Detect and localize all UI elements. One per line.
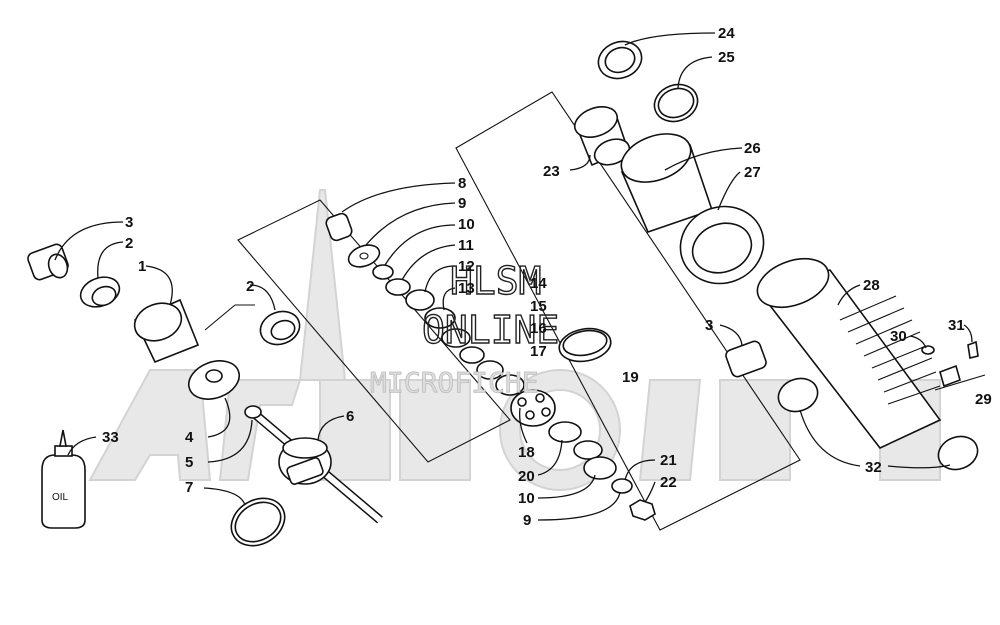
callout-30: 30: [890, 328, 907, 345]
callout-2: 2: [125, 235, 133, 252]
part-4-bumper: [188, 360, 240, 400]
callout-9: 9: [458, 195, 466, 212]
part-23-cap: [573, 106, 631, 167]
callout-31: 31: [948, 317, 965, 334]
callout-1: 1: [138, 258, 146, 275]
callout-25: 25: [718, 49, 735, 66]
callout-26: 26: [744, 140, 761, 157]
callout-28: 28: [863, 277, 880, 294]
callout-6: 6: [346, 408, 354, 425]
callout-23: 23: [543, 163, 560, 180]
callout-4: 4: [185, 429, 194, 446]
callout-20: 20: [518, 468, 535, 485]
part-1-eyelet: [133, 298, 255, 364]
part-5-6-shaft: [244, 405, 383, 524]
callout-13: 13: [458, 280, 475, 297]
callout-11: 11: [458, 237, 474, 254]
part-25-ring: [653, 83, 699, 123]
callout-3: 3: [705, 317, 713, 334]
part-3-bushing-left: [27, 243, 69, 281]
callout-15: 15: [530, 298, 547, 315]
part-33-oil-bottle: OIL: [41, 429, 86, 529]
callout-10: 10: [518, 490, 535, 507]
watermark-microfiche: MICROFICHE: [370, 366, 539, 399]
callout-21: 21: [660, 452, 677, 469]
callout-17: 17: [530, 343, 547, 360]
part-19-ring: [558, 327, 612, 363]
group-box-left: [237, 199, 511, 463]
part-24-ring: [597, 40, 643, 80]
oil-label: OIL: [52, 492, 69, 503]
callout-18: 18: [518, 444, 535, 461]
callout-24: 24: [718, 25, 735, 42]
part-28-body: [756, 257, 942, 449]
callout-12: 12: [458, 258, 475, 275]
callout-22: 22: [660, 474, 677, 491]
part-29-30-31-valve: [921, 340, 986, 391]
callout-14: 14: [530, 275, 547, 292]
callout-32: 32: [865, 459, 882, 476]
callout-33: 33: [102, 429, 119, 446]
watermark-online: ONLINE: [422, 308, 559, 352]
part-2-seal-mid: [259, 310, 301, 346]
leader-lines: [54, 32, 973, 521]
part-27-spring-retainer: [679, 205, 765, 285]
callout-16: 16: [530, 320, 547, 337]
part-32-seal: [777, 377, 979, 471]
part-7-o-ring: [230, 497, 286, 547]
part-26-collar: [620, 133, 714, 233]
group-box-center: [455, 91, 801, 531]
callout-8: 8: [458, 175, 466, 192]
callout-10: 10: [458, 216, 475, 233]
part-3-bushing-right: [725, 340, 767, 378]
callout-7: 7: [185, 479, 193, 496]
callout-27: 27: [744, 164, 761, 181]
callout-3: 3: [125, 214, 133, 231]
callout-19: 19: [622, 369, 639, 386]
callout-2: 2: [246, 278, 254, 295]
part-2-seal-left: [79, 276, 121, 308]
watermark-hlsm: HLSM: [450, 259, 542, 303]
callout-29: 29: [975, 391, 992, 408]
valve-stack: [325, 212, 656, 521]
callout-5: 5: [185, 454, 193, 471]
callout-9: 9: [523, 512, 531, 529]
hlsm-watermark: HLSM ONLINE MICROFICHE: [370, 258, 560, 399]
